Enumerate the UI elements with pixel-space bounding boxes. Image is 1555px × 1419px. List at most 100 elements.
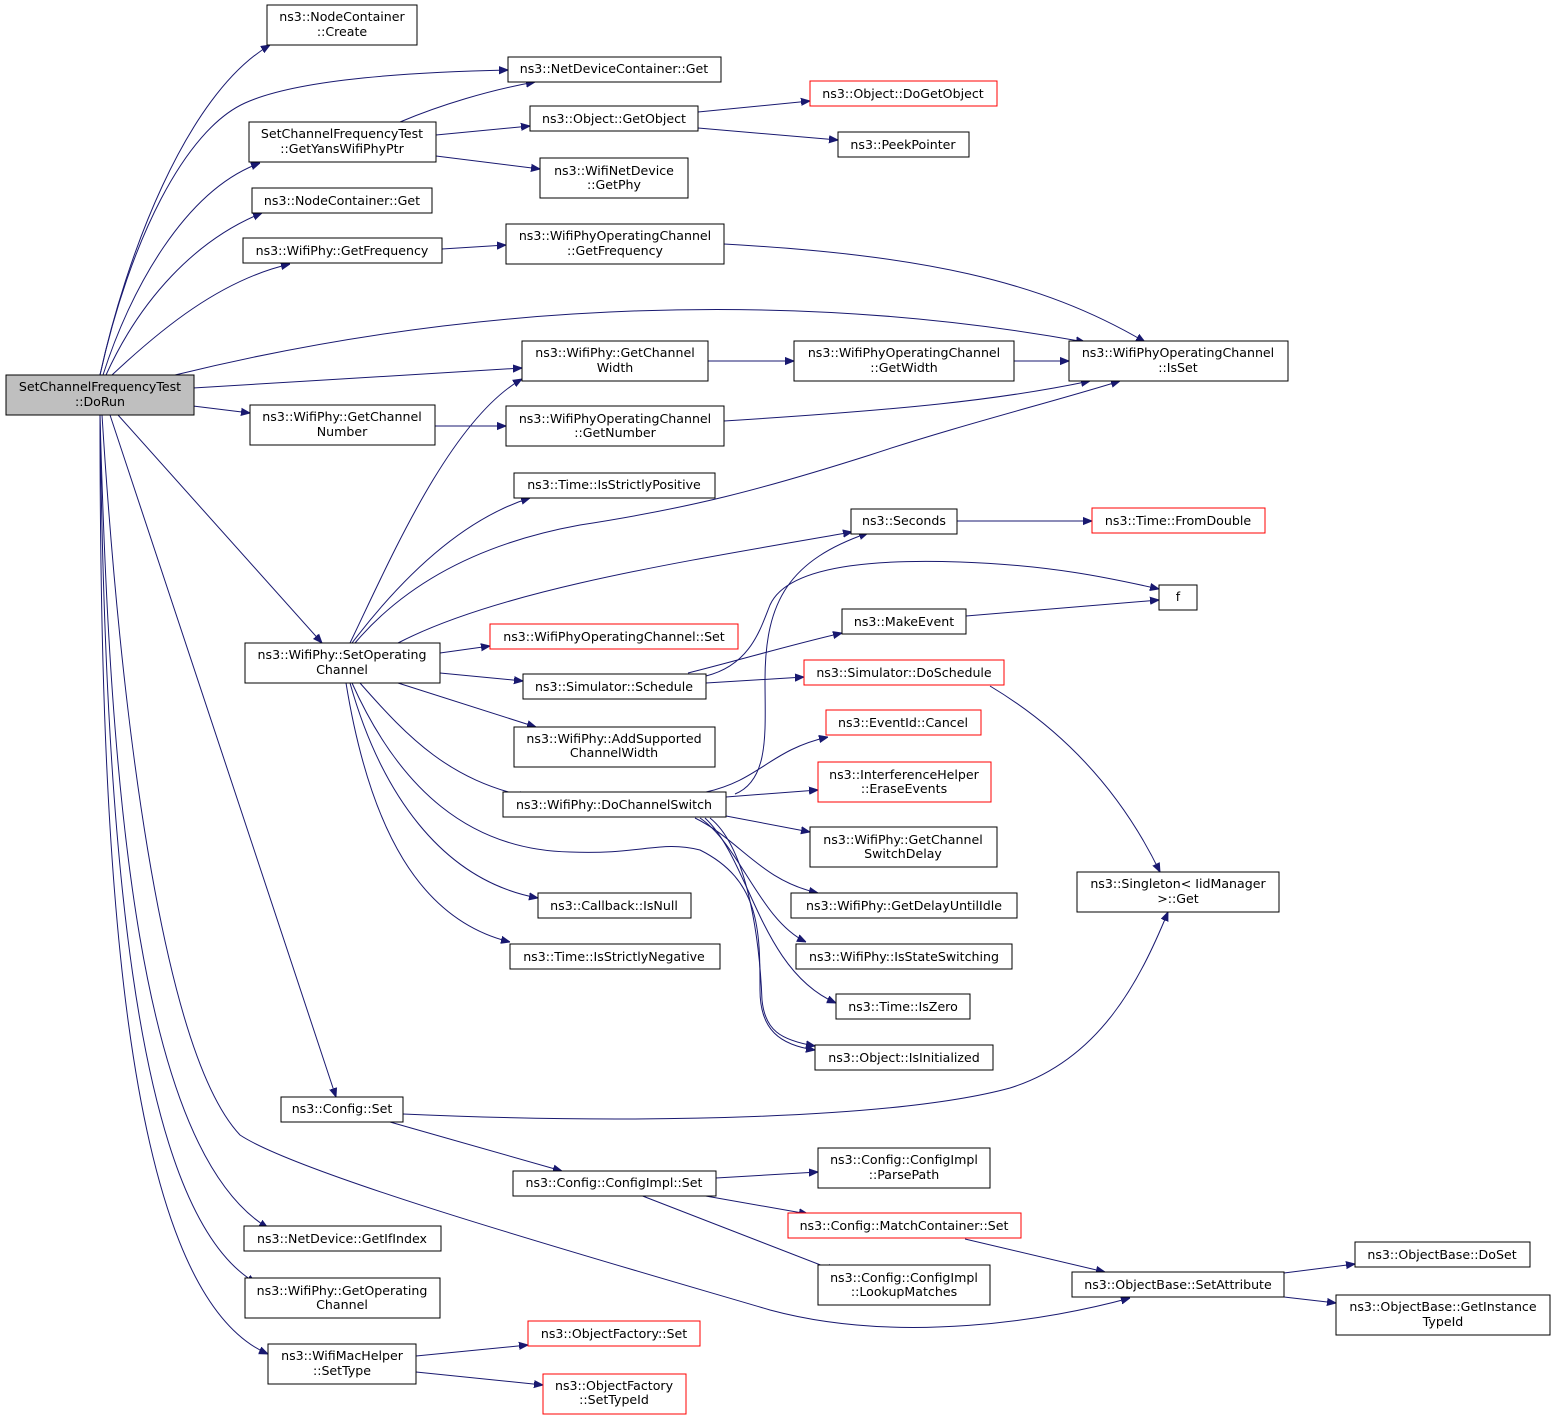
node-label-line1: ns3::Singleton< IidManager xyxy=(1090,876,1266,891)
node-object-isinitialized[interactable]: ns3::Object::IsInitialized xyxy=(814,1044,994,1071)
node-opchannel-set[interactable]: ns3::WifiPhyOperatingChannel::Set xyxy=(489,623,739,650)
node-getyanswifiphyptr[interactable]: SetChannelFrequencyTest ::GetYansWifiPhy… xyxy=(248,121,437,163)
edge-root-netdevicecontainer-get xyxy=(99,70,508,376)
node-singleton-iidmanager-get[interactable]: ns3::Singleton< IidManager >::Get xyxy=(1076,871,1280,913)
node-wifiphy-getoperatingchannel[interactable]: ns3::WifiPhy::GetOperating Channel xyxy=(244,1277,441,1319)
edge-setop-isstrictlynegative xyxy=(345,682,510,942)
node-label-line1: ns3::ObjectBase::GetInstance xyxy=(1349,1299,1536,1314)
node-setchannelfrequencytest-dorun[interactable]: SetChannelFrequencyTest ::DoRun xyxy=(5,374,195,416)
edge-configimpl-set-matchcontainer-set xyxy=(699,1194,808,1214)
node-wifiphy-dochannelswitch[interactable]: ns3::WifiPhy::DoChannelSwitch xyxy=(502,791,727,818)
node-label-line2: TypeId xyxy=(1422,1314,1464,1329)
edge-matchcontainer-set-setattribute xyxy=(964,1238,1105,1272)
node-objectbase-doset[interactable]: ns3::ObjectBase::DoSet xyxy=(1354,1241,1531,1268)
node-object-getobject[interactable]: ns3::Object::GetObject xyxy=(529,105,699,132)
node-wifiphy-getchannelswitchdelay[interactable]: ns3::WifiPhy::GetChannel SwitchDelay xyxy=(809,826,998,868)
node-configimpl-lookupmatches[interactable]: ns3::Config::ConfigImpl ::LookupMatches xyxy=(817,1264,991,1306)
node-nodecontainer-get[interactable]: ns3::NodeContainer::Get xyxy=(251,187,433,214)
node-objectbase-getinstancetypeid[interactable]: ns3::ObjectBase::GetInstance TypeId xyxy=(1335,1294,1551,1336)
node-objectfactory-settypeid[interactable]: ns3::ObjectFactory ::SetTypeId xyxy=(542,1373,687,1415)
node-label-line2: ::DoRun xyxy=(75,394,125,409)
node-label-line2: ::GetNumber xyxy=(574,425,656,440)
node-label-line1: ns3::WifiPhy::GetChannel xyxy=(535,345,694,360)
node-opchannel-getwidth[interactable]: ns3::WifiPhyOperatingChannel ::GetWidth xyxy=(793,340,1015,382)
node-time-fromdouble[interactable]: ns3::Time::FromDouble xyxy=(1091,507,1266,534)
edge-setop-isstrictlypositive xyxy=(351,498,530,644)
edge-dochannelswitch-seconds xyxy=(734,533,868,795)
edge-doschedule-singleton xyxy=(989,685,1160,872)
edge-getfrequency-opchannel-getfrequency xyxy=(441,245,506,249)
node-label-line2: ::LookupMatches xyxy=(851,1284,957,1299)
node-label: ns3::EventId::Cancel xyxy=(838,715,968,730)
node-netdevicecontainer-get[interactable]: ns3::NetDeviceContainer::Get xyxy=(507,56,722,83)
node-time-isstrictlypositive[interactable]: ns3::Time::IsStrictlyPositive xyxy=(513,472,716,499)
node-label-line1: ns3::WifiNetDevice xyxy=(554,163,674,178)
node-label-line2: ::SetTypeId xyxy=(579,1392,649,1407)
node-label: ns3::Time::IsZero xyxy=(848,999,958,1014)
edge-setop-seconds xyxy=(397,532,852,644)
node-label-line1: ns3::WifiPhyOperatingChannel xyxy=(808,345,1000,360)
edge-setop-schedule xyxy=(439,672,523,681)
node-opchannel-isset[interactable]: ns3::WifiPhyOperatingChannel ::IsSet xyxy=(1068,340,1289,382)
node-matchcontainer-set[interactable]: ns3::Config::MatchContainer::Set xyxy=(787,1212,1022,1239)
node-seconds[interactable]: ns3::Seconds xyxy=(850,508,958,535)
node-label-line1: ns3::NodeContainer xyxy=(279,9,405,24)
node-label-line1: ns3::WifiPhy::SetOperating xyxy=(258,647,427,662)
edge-setop-isset xyxy=(354,381,1120,644)
node-f[interactable]: f xyxy=(1158,584,1198,611)
node-wifiphy-getchannelnumber[interactable]: ns3::WifiPhy::GetChannel Number xyxy=(249,404,436,446)
node-label-line2: ChannelWidth xyxy=(570,745,658,760)
node-label: ns3::Simulator::Schedule xyxy=(535,679,693,694)
node-wifiphy-getchannelwidth[interactable]: ns3::WifiPhy::GetChannel Width xyxy=(521,340,709,382)
node-makeevent[interactable]: ns3::MakeEvent xyxy=(841,608,967,635)
node-label-line1: ns3::WifiPhy::GetOperating xyxy=(257,1283,428,1298)
node-label: ns3::PeekPointer xyxy=(850,137,956,152)
edge-setop-dochannelswitch xyxy=(359,682,528,797)
node-label-line1: ns3::Config::ConfigImpl xyxy=(830,1270,978,1285)
node-wifiphy-setoperatingchannel[interactable]: ns3::WifiPhy::SetOperating Channel xyxy=(244,642,441,684)
node-label-line1: ns3::WifiMacHelper xyxy=(281,1348,404,1363)
node-peekpointer[interactable]: ns3::PeekPointer xyxy=(837,131,970,158)
node-eventid-cancel[interactable]: ns3::EventId::Cancel xyxy=(825,709,982,736)
node-objectfactory-set[interactable]: ns3::ObjectFactory::Set xyxy=(527,1320,701,1347)
node-configimpl-parsepath[interactable]: ns3::Config::ConfigImpl ::ParsePath xyxy=(817,1147,991,1189)
node-object-dogetobject[interactable]: ns3::Object::DoGetObject xyxy=(809,80,998,107)
node-nodecontainer-create[interactable]: ns3::NodeContainer ::Create xyxy=(266,4,418,46)
node-simulator-doschedule[interactable]: ns3::Simulator::DoSchedule xyxy=(803,659,1005,686)
node-label-line2: ::ParsePath xyxy=(869,1167,939,1182)
node-label-line1: ns3::Config::ConfigImpl xyxy=(830,1152,978,1167)
node-wifinetdevice-getphy[interactable]: ns3::WifiNetDevice ::GetPhy xyxy=(539,157,689,199)
edge-setop-opchannel-set xyxy=(439,646,490,654)
node-label: ns3::Callback::IsNull xyxy=(550,898,678,913)
node-label-line2: ::GetPhy xyxy=(587,177,642,192)
node-time-iszero[interactable]: ns3::Time::IsZero xyxy=(835,993,971,1020)
edge-setop-isnull xyxy=(349,682,538,898)
node-wifiphy-getdelayuntilidle[interactable]: ns3::WifiPhy::GetDelayUntilIdle xyxy=(790,892,1018,919)
node-objectbase-setattribute[interactable]: ns3::ObjectBase::SetAttribute xyxy=(1071,1271,1285,1298)
node-callback-isnull[interactable]: ns3::Callback::IsNull xyxy=(537,892,692,919)
node-time-isstrictlynegative[interactable]: ns3::Time::IsStrictlyNegative xyxy=(509,943,721,970)
node-simulator-schedule[interactable]: ns3::Simulator::Schedule xyxy=(522,673,707,700)
edge-dochannelswitch-iszero xyxy=(704,817,836,1003)
edge-getyans-getobject xyxy=(435,126,530,136)
node-label: ns3::ObjectBase::SetAttribute xyxy=(1084,1277,1272,1292)
node-label-line2: ::GetYansWifiPhyPtr xyxy=(280,141,404,156)
edge-root-nodecontainer-get xyxy=(105,212,262,376)
edge-root-getfrequency xyxy=(111,264,290,376)
node-wifiphy-addsupportedchannelwidth[interactable]: ns3::WifiPhy::AddSupported ChannelWidth xyxy=(513,726,716,768)
node-wifimachelper-settype[interactable]: ns3::WifiMacHelper ::SetType xyxy=(267,1343,417,1385)
node-netdevice-getifindex[interactable]: ns3::NetDevice::GetIfIndex xyxy=(243,1225,442,1252)
node-config-set[interactable]: ns3::Config::Set xyxy=(280,1096,404,1123)
nodes: SetChannelFrequencyTest ::DoRun ns3::Nod… xyxy=(5,4,1551,1415)
node-wifiphy-isstateswitching[interactable]: ns3::WifiPhy::IsStateSwitching xyxy=(795,943,1013,970)
node-opchannel-getfrequency[interactable]: ns3::WifiPhyOperatingChannel ::GetFreque… xyxy=(505,223,725,265)
edge-root-getyanswifiphyptr xyxy=(102,163,260,376)
node-label: ns3::Time::IsStrictlyPositive xyxy=(527,477,701,492)
edge-setop-addsupportedchannelwidth xyxy=(397,682,536,727)
node-wifiphy-getfrequency[interactable]: ns3::WifiPhy::GetFrequency xyxy=(242,237,443,264)
node-opchannel-getnumber[interactable]: ns3::WifiPhyOperatingChannel ::GetNumber xyxy=(505,405,725,447)
node-configimpl-set[interactable]: ns3::Config::ConfigImpl::Set xyxy=(512,1170,717,1197)
node-interferencehelper-eraseevents[interactable]: ns3::InterferenceHelper ::EraseEvents xyxy=(817,761,992,803)
edge-getnumber-isset xyxy=(723,381,1090,422)
node-label-line1: ns3::WifiPhyOperatingChannel xyxy=(519,228,711,243)
